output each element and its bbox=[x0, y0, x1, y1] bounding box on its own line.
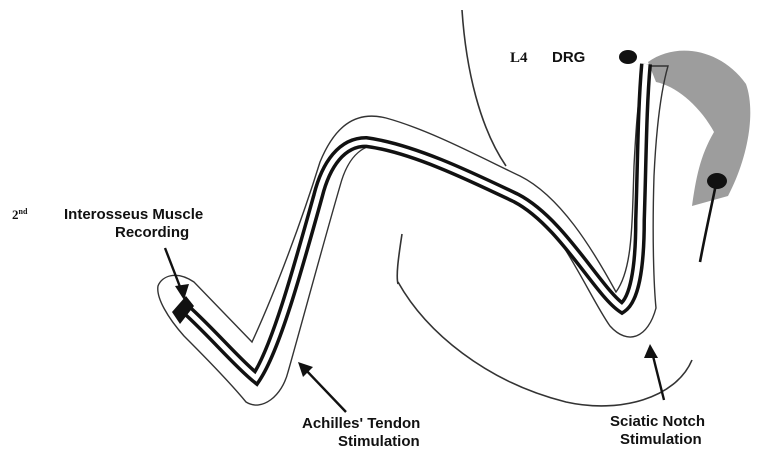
ordinal-suffix: nd bbox=[19, 207, 28, 216]
sciatic-arrow bbox=[652, 352, 664, 400]
leg-contour-inner bbox=[397, 234, 402, 284]
sciatic-marker bbox=[707, 173, 727, 189]
nerve-path-inner bbox=[180, 64, 646, 378]
recording-label-line1: Interosseus Muscle bbox=[64, 206, 203, 223]
recording-label-line2: Recording bbox=[115, 224, 189, 241]
drg-dot bbox=[619, 50, 637, 64]
achilles-label-line1: Achilles' Tendon bbox=[302, 415, 420, 432]
achilles-label-line2: Stimulation bbox=[338, 433, 420, 450]
sciatic-label-line2: Stimulation bbox=[620, 431, 702, 448]
l4-label: L4 bbox=[510, 50, 528, 66]
nerve-path-outer bbox=[180, 64, 646, 378]
body-contour-lower bbox=[398, 282, 692, 406]
drg-label: DRG bbox=[552, 49, 585, 66]
sciatic-arrowhead bbox=[644, 344, 658, 358]
ordinal-label: 2nd bbox=[12, 207, 28, 222]
body-contour-upper bbox=[462, 10, 506, 166]
sciatic-label-line1: Sciatic Notch bbox=[610, 413, 705, 430]
spinal-shaded-region bbox=[648, 51, 750, 206]
achilles-arrow bbox=[304, 368, 346, 412]
